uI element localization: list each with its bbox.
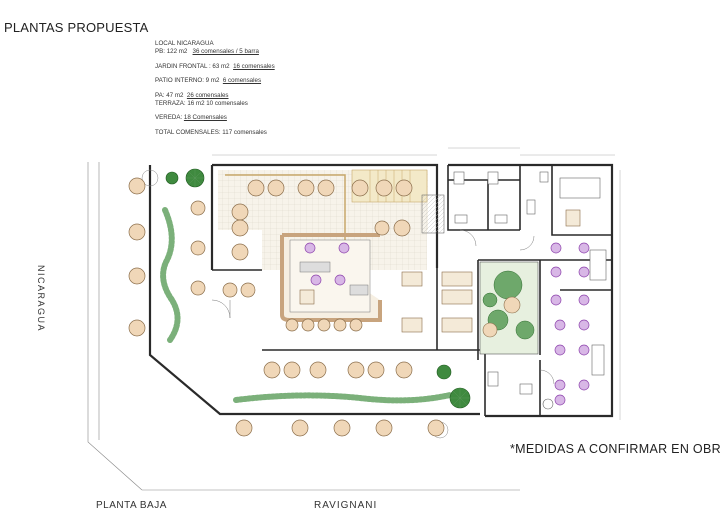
door-swings: [211, 229, 555, 385]
summary-total: TOTAL COMENSALES: 117 comensales: [155, 128, 267, 136]
garden-path-bottom: [233, 392, 453, 404]
summary-terraza: TERRAZA: 16 m2 10 comensales: [155, 100, 248, 108]
stairs: [421, 194, 445, 234]
summary-vereda: VEREDA: 18 Comensales: [155, 114, 227, 122]
area-summary: LOCAL NICARAGUA PB: 122 m2 36 comensales…: [155, 40, 275, 137]
summary-local: LOCAL NICARAGUA: [155, 40, 214, 47]
street-lines: [87, 162, 520, 491]
bathroom-fixtures: [453, 171, 607, 410]
purple-chairs: [304, 242, 590, 406]
vereda-chairs: [235, 361, 445, 437]
summary-pb: PB: 122 m2 36 comensales / 5 barra: [155, 48, 259, 56]
note-measurements: *MEDIDAS A CONFIRMAR EN OBRA: [510, 442, 720, 456]
page-title: PLANTAS PROPUESTA: [4, 20, 149, 35]
jardin-chairs: [128, 177, 206, 337]
summary-patio: PATIO INTERNO: 9 m2 6 comensales: [155, 77, 262, 85]
street-label-ravignani: RAVIGNANI: [314, 500, 378, 511]
tables: [299, 209, 581, 333]
summary-pa: PA: 47 m2 26 comensales: [155, 91, 229, 99]
floor-label: PLANTA BAJA: [96, 500, 167, 511]
dimension-lines: [212, 147, 621, 420]
summary-jardin: JARDIN FRONTAL : 63 m2 16 comensales: [155, 62, 275, 70]
interior-walls: [212, 165, 612, 416]
salon-chairs: [222, 179, 413, 332]
garden-path: [160, 207, 181, 343]
